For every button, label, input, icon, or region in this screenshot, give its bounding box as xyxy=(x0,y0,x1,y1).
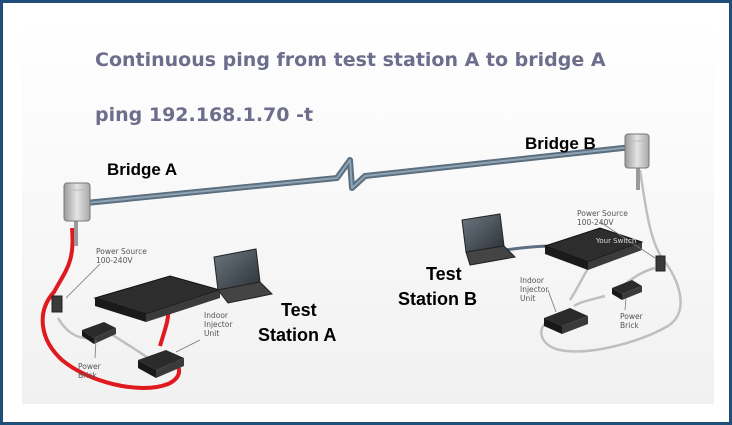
injector-right xyxy=(544,308,588,334)
power-source-label-right: Power Source 100-240V xyxy=(577,209,628,227)
injector-left xyxy=(138,350,184,378)
power-brick-right xyxy=(612,280,642,300)
power-source-label-left: Power Source 100-240V xyxy=(96,247,147,265)
pointer-line xyxy=(94,339,97,359)
power-outlet-right xyxy=(655,255,666,272)
poe-cable-right xyxy=(540,169,682,353)
wireless-link xyxy=(85,144,633,206)
indoor-injector-label-right: Indoor Injector Unit xyxy=(520,276,549,303)
test-station-a-label-line2: Station A xyxy=(258,325,337,345)
bridge-b-label: Bridge B xyxy=(525,134,596,153)
pointer-line xyxy=(624,297,627,311)
bridge-a-device xyxy=(63,182,91,246)
pointer-line xyxy=(599,221,656,259)
test-station-b-label-line2: Station B xyxy=(398,289,477,309)
laptop-a xyxy=(213,248,274,304)
pointer-line xyxy=(175,339,201,353)
test-station-b-label-line1: Test xyxy=(426,264,462,284)
power-brick-left xyxy=(82,322,116,344)
laptop-b xyxy=(461,213,517,266)
bridge-b-device xyxy=(624,133,650,190)
indoor-injector-label-left: Indoor Injector Unit xyxy=(204,311,233,338)
ping-command: ping 192.168.1.70 -t xyxy=(95,104,314,126)
poe-cable-left xyxy=(40,227,181,390)
test-station-a-label-line1: Test xyxy=(281,300,317,320)
pointer-line xyxy=(547,289,557,313)
power-brick-label-right: Power Brick xyxy=(620,312,643,330)
bridge-a-label: Bridge A xyxy=(107,160,178,179)
diagram-panel xyxy=(22,20,714,404)
your-switch-device xyxy=(543,227,644,270)
diagram-title: Continuous ping from test station A to b… xyxy=(95,49,606,71)
your-switch-label: Your Switch xyxy=(596,237,637,245)
power-brick-label-left: Power Brick xyxy=(78,362,101,380)
power-outlet-left xyxy=(51,295,63,313)
pointer-line xyxy=(65,263,101,299)
